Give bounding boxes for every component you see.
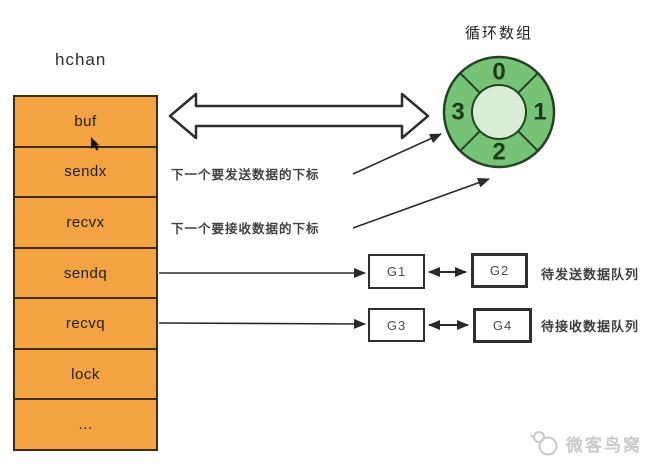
- circular-array-title: 循环数组: [464, 25, 533, 42]
- field-sendx: sendx: [15, 148, 156, 199]
- recvx-note: 下一个要接收数据的下标: [171, 222, 320, 236]
- field-ellipsis: ...: [78, 416, 93, 434]
- circular-array-ring: 0 1 2 3: [442, 55, 556, 169]
- goroutine-node-g2: G2: [471, 253, 528, 288]
- recvq-to-g3-arrow: [158, 318, 366, 329]
- ring-slot-1: 1: [533, 99, 546, 126]
- goroutine-node-g4: G4: [473, 308, 532, 343]
- field-recvq: recvq: [15, 299, 156, 350]
- goroutine-node-g3: G3: [368, 308, 425, 342]
- goroutine-node-g1: G1: [368, 254, 425, 289]
- buf-ring-double-arrow-icon: [168, 92, 430, 140]
- field-lock: lock: [15, 350, 156, 401]
- ring-slot-0: 0: [492, 59, 505, 86]
- field-buf: buf: [15, 97, 156, 148]
- send-queue-label: 待发送数据队列: [541, 267, 640, 282]
- mouse-cursor-icon: [91, 137, 100, 151]
- field-sendq: sendq: [15, 249, 156, 300]
- watermark: 微客鸟窝: [530, 428, 642, 458]
- hchan-title: hchan: [55, 50, 107, 69]
- recv-queue-label: 待接收数据队列: [541, 319, 640, 334]
- ring-slot-2: 2: [492, 139, 505, 166]
- ring-slot-3: 3: [451, 99, 464, 126]
- recvx-to-ring-arrow: [352, 178, 490, 229]
- sendx-to-ring-arrow: [352, 133, 442, 175]
- sendx-note: 下一个要发送数据的下标: [171, 168, 320, 182]
- hchan-struct-table: buf sendx recvx sendq recvq lock ...: [13, 95, 158, 451]
- bird-logo-icon: [530, 431, 558, 456]
- field-recvx: recvx: [15, 198, 156, 249]
- watermark-text: 微客鸟窝: [566, 435, 642, 455]
